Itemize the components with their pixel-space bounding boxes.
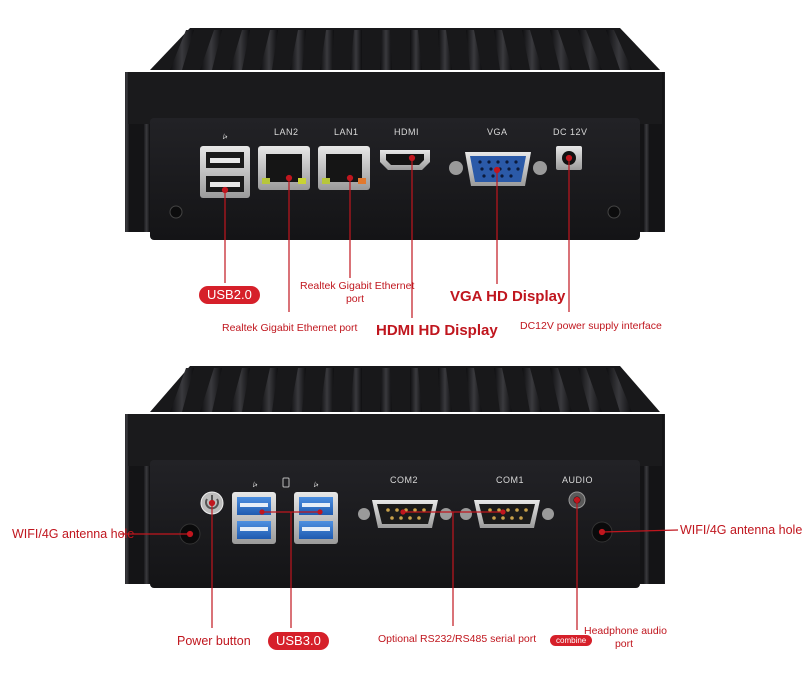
lan1-label: LAN1 — [334, 127, 359, 137]
combine-badge: combine — [550, 635, 593, 646]
com1-port — [460, 500, 554, 528]
dc-callout: DC12V power supply interface — [520, 320, 662, 332]
audio-callout: Headphone audio port — [584, 625, 667, 650]
vga-callout: VGA HD Display — [450, 288, 566, 305]
hdmi-callout: HDMI HD Display — [376, 322, 498, 339]
hdmi-port — [380, 150, 430, 170]
bottom-device: ⭟ ⭟ — [125, 366, 665, 588]
callout-lines — [120, 154, 679, 630]
usb3-callout: USB3.0 — [268, 632, 329, 650]
lan-ethernet-callout-2: Realtek Gigabit Ethernet port — [222, 322, 358, 334]
lan-ethernet-callout-1-line1: Realtek Gigabit Ethernet — [300, 280, 415, 292]
lan-ethernet-callout-1: Realtek Gigabit Ethernet port — [300, 280, 415, 305]
storage-led-icon — [282, 477, 290, 488]
lan2-label: LAN2 — [274, 127, 299, 137]
audio-callout-line2: port — [614, 637, 634, 650]
screw — [607, 205, 621, 219]
com2-port — [358, 500, 452, 528]
wifi-antenna-callout-right: WIFI/4G antenna hole — [680, 523, 802, 537]
dc-label: DC 12V — [553, 127, 588, 137]
vga-label: VGA — [487, 127, 508, 137]
lan2-port — [258, 146, 310, 190]
serial-port-callout: Optional RS232/RS485 serial port — [378, 633, 537, 645]
com1-label: COM1 — [496, 475, 525, 485]
usb2-callout: USB2.0 — [199, 286, 260, 304]
top-heatsink-fins — [150, 28, 660, 70]
lan1-port — [318, 146, 370, 190]
lan-ethernet-callout-1-line2: port — [345, 292, 365, 305]
wifi-antenna-callout-left: WIFI/4G antenna hole — [12, 527, 135, 541]
svg-text:⭟: ⭟ — [313, 479, 318, 490]
screw — [169, 205, 183, 219]
usb-symbol-icon: ⭟ — [222, 131, 227, 142]
usb2-ports — [200, 146, 250, 198]
usb3-ports-left — [232, 492, 276, 544]
power-button-callout: Power button — [177, 634, 251, 648]
top-device: ⭟ — [125, 28, 665, 240]
hdmi-label: HDMI — [394, 127, 419, 137]
com2-label: COM2 — [390, 475, 419, 485]
audio-callout-line1: Headphone audio — [584, 625, 667, 637]
audio-label: AUDIO — [562, 475, 594, 485]
bottom-heatsink-fins — [150, 366, 660, 412]
svg-text:⭟: ⭟ — [252, 479, 257, 490]
usb3-ports-right — [294, 492, 338, 544]
